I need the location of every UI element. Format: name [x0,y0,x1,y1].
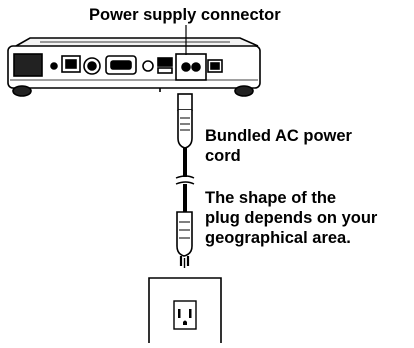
ac-cord-icon [175,93,195,212]
wall-outlet-icon [148,277,222,343]
bundled-cord-label: Bundled AC power cord [205,126,352,166]
bundled-cord-line: Bundled AC power [205,127,352,145]
plug-note-label: The shape of the plug depends on your ge… [205,188,377,248]
power-supply-connector-label: Power supply connector [89,6,281,24]
projector-icon [7,37,261,97]
plug-note-line: The shape of the [205,189,337,207]
plug-note-line: plug depends on your [205,209,378,227]
plug-note-line: geographical area. [205,229,351,247]
bundled-cord-line: cord [205,147,241,165]
plug-icon [176,211,193,268]
